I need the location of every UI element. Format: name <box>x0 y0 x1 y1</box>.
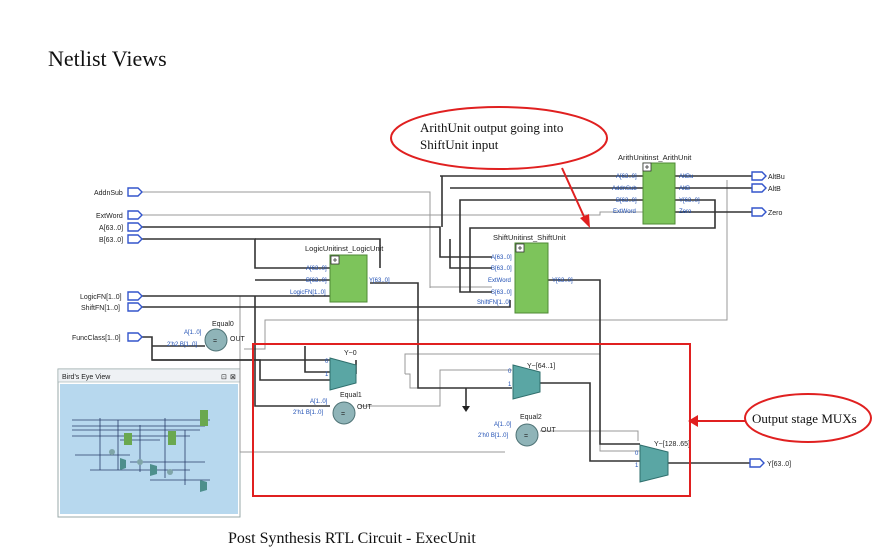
arith-out-zero: Zero <box>679 209 692 215</box>
label-altbu: AltBu <box>768 174 785 181</box>
close-icon[interactable]: ⊠ <box>230 374 236 381</box>
logic-in-logicfn: LogicFN[1..0] <box>290 290 326 296</box>
arith-in-b: B[63..0] <box>616 198 637 204</box>
mux-y0-in1: 1 <box>325 372 329 378</box>
equal1-out: OUT <box>357 404 373 411</box>
shift-in-extword: ExtWord <box>488 278 511 284</box>
mux-y128-title: Y~[128..65] <box>654 441 690 448</box>
port-logicfn[interactable] <box>127 291 143 301</box>
wires <box>142 175 752 464</box>
shift-unit-title: ShiftUnitinst_ShiftUnit <box>493 233 566 242</box>
equal0-out: OUT <box>230 336 246 343</box>
arith-in-addnsub: AddnSub <box>612 186 637 192</box>
arith-callout-line1: ArithUnit output going into <box>420 120 563 135</box>
mux-y128-in0: 0 <box>635 451 639 457</box>
port-altb[interactable] <box>751 183 767 193</box>
arith-in-extword: ExtWord <box>613 209 636 215</box>
mux-y0-title: Y~0 <box>344 350 357 357</box>
port-y[interactable] <box>749 458 765 468</box>
mux-y64-title: Y~[64..1] <box>527 363 555 370</box>
equal2-out: OUT <box>541 427 557 434</box>
shift-unit-block[interactable]: ShiftUnitinst_ShiftUnit A[63..0] B[63..0… <box>477 233 573 314</box>
birds-eye-miniature <box>72 418 210 485</box>
shift-in-s: S[63..0] <box>491 290 512 296</box>
label-addnsub: AddnSub <box>94 190 123 197</box>
logic-unit-title: LogicUnitinst_LogicUnit <box>305 244 384 253</box>
birds-eye-canvas[interactable] <box>60 384 238 514</box>
label-a: A[63..0] <box>99 225 123 232</box>
logic-in-a: A[63..0] <box>306 266 327 272</box>
mux-y64[interactable]: Y~[64..1] 0 1 <box>508 363 555 400</box>
mux-callout-text: Output stage MUXs <box>752 411 857 426</box>
logic-out-y: Y[63..0] <box>369 278 390 284</box>
equal1-a: A[1..0] <box>310 399 328 405</box>
equal1-title: Equal1 <box>340 392 362 399</box>
equal2-b: 2'h0 B[1..0] <box>478 433 509 439</box>
label-y: Y[63..0] <box>767 461 791 468</box>
port-b[interactable] <box>127 234 143 244</box>
pin-icon[interactable]: ⊡ <box>221 374 227 381</box>
equal1-b: 2'h1 B[1..0] <box>293 410 324 416</box>
output-ports: AltBu AltB Zero Y[63..0] <box>749 171 791 468</box>
arith-callout-line2: ShiftUnit input <box>420 137 499 152</box>
annotations: ArithUnit output going into ShiftUnit in… <box>252 106 872 497</box>
slide-title: Netlist Views <box>48 46 167 71</box>
logic-in-b: B[63..0] <box>306 278 327 284</box>
shift-in-b: B[63..0] <box>491 266 512 272</box>
shift-in-shiftfn: ShiftFN[1..0] <box>477 300 511 306</box>
port-shiftfn[interactable] <box>127 302 143 312</box>
equal1-comparator[interactable]: Equal1 = A[1..0] 2'h1 B[1..0] OUT <box>293 392 373 425</box>
port-a[interactable] <box>127 222 143 232</box>
arith-out-y: Y[63..0] <box>679 198 700 204</box>
output-stage-highlight-box <box>252 343 691 497</box>
logic-unit-block[interactable]: LogicUnitinst_LogicUnit A[63..0] B[63..0… <box>290 244 390 303</box>
port-addnsub[interactable] <box>127 187 143 197</box>
slide-caption: Post Synthesis RTL Circuit - ExecUnit <box>228 530 476 547</box>
port-extword[interactable] <box>127 210 143 220</box>
mux-y0-in0: 0 <box>325 359 329 365</box>
arith-unit-title: ArithUnitinst_ArithUnit <box>618 153 692 162</box>
input-ports: AddnSub ExtWord A[63..0] B[63..0] LogicF… <box>72 187 143 342</box>
mux-callout-bubble <box>744 393 872 443</box>
port-zero[interactable] <box>751 207 767 217</box>
equal1-symbol: = <box>341 411 345 418</box>
mux-y64-in0: 0 <box>508 369 512 375</box>
arith-out-altb: AltB <box>679 186 690 192</box>
mux-y128-in1: 1 <box>635 463 639 469</box>
birds-eye-view-panel: Bird's Eye View ⊡ ⊠ <box>57 368 241 518</box>
label-b: B[63..0] <box>99 237 123 244</box>
mux-y0[interactable]: Y~0 0 1 <box>325 350 357 391</box>
arith-in-a: A[63..0] <box>616 174 637 180</box>
mux-y128[interactable]: Y~[128..65] 0 1 <box>635 441 690 483</box>
equal0-b: 2'h2 B[1..0] <box>167 342 198 348</box>
arith-callout-bubble <box>390 106 608 170</box>
equal2-comparator[interactable]: Equal2 = A[1..0] 2'h0 B[1..0] OUT <box>478 414 557 447</box>
label-funcclass: FuncClass[1..0] <box>72 335 121 342</box>
label-altb: AltB <box>768 186 781 193</box>
port-altbu[interactable] <box>751 171 767 181</box>
shift-out-y: Y[63..0] <box>552 278 573 284</box>
port-funcclass[interactable] <box>127 332 143 342</box>
shift-in-a: A[63..0] <box>491 255 512 261</box>
label-shiftfn: ShiftFN[1..0] <box>81 305 120 312</box>
arith-out-altbu: AltBu <box>679 174 693 180</box>
label-extword: ExtWord <box>96 213 123 220</box>
equal0-symbol: = <box>213 338 217 345</box>
label-logicfn: LogicFN[1..0] <box>80 294 122 301</box>
arith-unit-block[interactable]: ArithUnitinst_ArithUnit A[63..0] AddnSub… <box>612 153 700 225</box>
mux-callout-arrowhead <box>688 415 698 427</box>
birds-eye-title: Bird's Eye View <box>62 374 111 381</box>
equal2-title: Equal2 <box>520 414 542 421</box>
equal2-symbol: = <box>524 433 528 440</box>
mux-y64-in1: 1 <box>508 382 512 388</box>
label-zero: Zero <box>768 210 783 217</box>
equal0-title: Equal0 <box>212 321 234 328</box>
equal0-comparator[interactable]: Equal0 = A[1..0] 2'h2 B[1..0] OUT <box>167 321 246 352</box>
equal2-a: A[1..0] <box>494 422 512 428</box>
equal0-a: A[1..0] <box>184 330 202 336</box>
arith-callout-arrowhead <box>580 214 590 228</box>
